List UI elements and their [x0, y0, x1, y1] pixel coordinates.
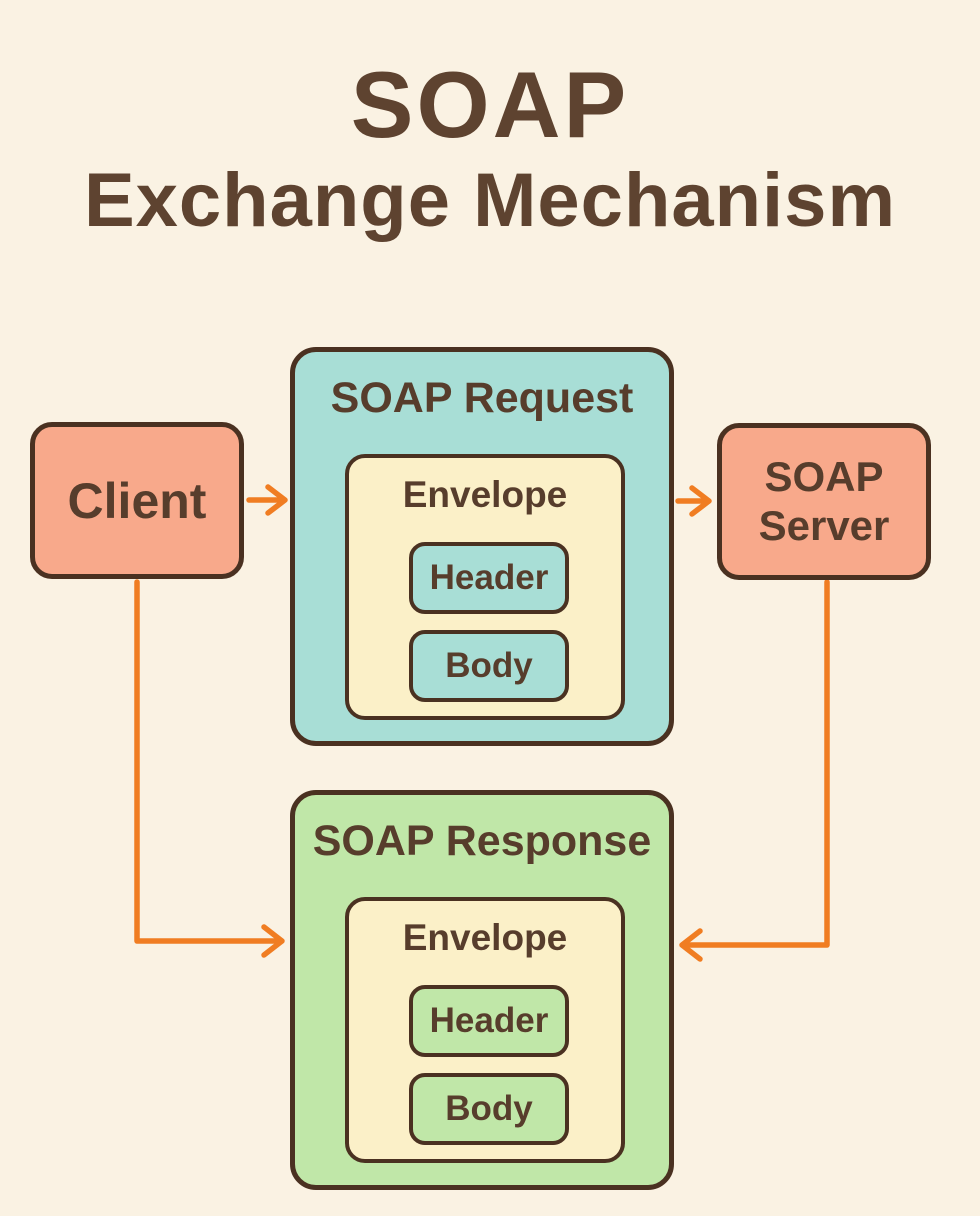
request-header-box: Header — [409, 542, 569, 614]
request-body-box: Body — [409, 630, 569, 702]
soap-request-title: SOAP Request — [330, 374, 634, 422]
page-title: SOAP — [350, 52, 630, 157]
arrow-client-to-request — [246, 484, 288, 516]
request-envelope-label: Envelope — [402, 474, 568, 515]
diagram-header: SOAP Exchange Mechanism — [0, 52, 980, 243]
response-body-box: Body — [409, 1073, 569, 1145]
response-header-label: Header — [429, 1001, 549, 1040]
response-header-box: Header — [409, 985, 569, 1057]
request-header-label: Header — [429, 558, 549, 597]
response-envelope-box: Envelope Header Body — [345, 897, 625, 1163]
response-envelope-label: Envelope — [402, 917, 568, 958]
node-soap-server: SOAP Server — [717, 423, 931, 580]
node-client: Client — [30, 422, 244, 579]
arrow-server-to-response — [679, 579, 830, 962]
node-client-label: Client — [67, 472, 207, 529]
response-body-label: Body — [445, 1089, 533, 1128]
arrow-request-to-server — [675, 485, 712, 517]
arrow-client-to-response — [134, 579, 285, 958]
node-soap-response: SOAP Response Envelope Header Body — [290, 790, 674, 1190]
request-envelope-box: Envelope Header Body — [345, 454, 625, 720]
page-subtitle: Exchange Mechanism — [83, 157, 897, 243]
node-server-label: SOAP Server — [758, 453, 890, 549]
soap-response-title: SOAP Response — [312, 817, 652, 865]
request-body-label: Body — [445, 646, 533, 685]
node-soap-request: SOAP Request Envelope Header Body — [290, 347, 674, 746]
